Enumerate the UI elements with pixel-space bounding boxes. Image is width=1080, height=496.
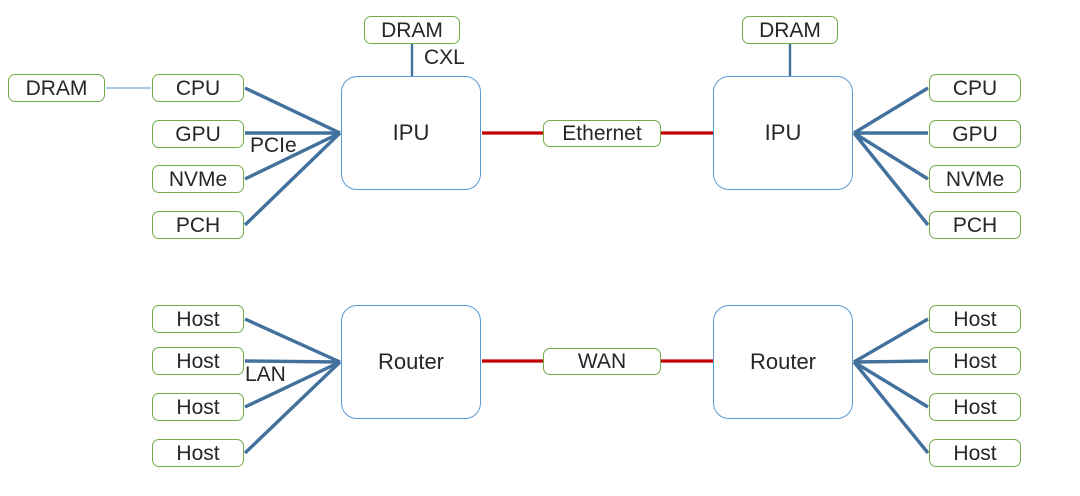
- node-host-right-3[interactable]: Host: [929, 393, 1021, 421]
- node-nvme-right[interactable]: NVMe: [929, 165, 1021, 193]
- node-label: Ethernet: [562, 122, 642, 145]
- node-pch-left[interactable]: PCH: [152, 211, 244, 239]
- node-dram-side-left[interactable]: DRAM: [8, 74, 105, 102]
- node-label: Host: [176, 441, 220, 465]
- edge-cpu-to-ipu-left: [244, 86, 341, 135]
- node-label: Router: [377, 349, 445, 374]
- node-host-right-2[interactable]: Host: [929, 347, 1021, 375]
- node-label: PCH: [175, 213, 221, 237]
- node-dram-top-left[interactable]: DRAM: [364, 16, 460, 44]
- node-cpu-left[interactable]: CPU: [152, 74, 244, 102]
- edge-router-right-to-host3: [853, 360, 929, 409]
- node-label: Host: [953, 307, 997, 331]
- node-pch-right[interactable]: PCH: [929, 211, 1021, 239]
- edge-host2-to-router-left: [244, 359, 341, 364]
- node-host-left-2[interactable]: Host: [152, 347, 244, 375]
- node-label: GPU: [952, 122, 998, 146]
- node-wan-link[interactable]: WAN: [543, 348, 661, 375]
- node-dram-top-right[interactable]: DRAM: [742, 16, 838, 44]
- node-label: DRAM: [759, 18, 821, 42]
- edge-ipu-right-to-nvme: [853, 131, 929, 181]
- node-label: Host: [176, 307, 220, 331]
- edge-host1-to-router-left: [244, 317, 341, 364]
- node-label: IPU: [764, 120, 802, 145]
- edge-nvme-to-ipu-left: [244, 131, 341, 181]
- label-pcie: PCIe: [250, 134, 297, 157]
- edge-pch-to-ipu-left: [243, 131, 342, 227]
- node-router-left[interactable]: Router: [341, 305, 481, 419]
- edge-router-right-to-host4: [852, 360, 930, 455]
- node-host-left-3[interactable]: Host: [152, 393, 244, 421]
- node-label: IPU: [392, 120, 430, 145]
- node-host-left-4[interactable]: Host: [152, 439, 244, 467]
- edge-host3-to-router-left: [244, 360, 341, 409]
- node-label: CPU: [175, 76, 221, 100]
- node-label: NVMe: [168, 167, 228, 191]
- node-label: Host: [953, 441, 997, 465]
- edge-router-right-to-host2: [853, 359, 929, 364]
- node-label: DRAM: [381, 18, 443, 42]
- edge-ipu-right-to-pch: [852, 131, 930, 227]
- node-ipu-right[interactable]: IPU: [713, 76, 853, 190]
- node-nvme-left[interactable]: NVMe: [152, 165, 244, 193]
- node-label: Host: [953, 395, 997, 419]
- label-cxl: CXL: [424, 46, 465, 69]
- node-host-left-1[interactable]: Host: [152, 305, 244, 333]
- edge-ipu-right-to-cpu: [853, 86, 929, 135]
- node-gpu-left[interactable]: GPU: [152, 120, 244, 148]
- edge-router-right-to-host1: [853, 317, 929, 364]
- node-gpu-right[interactable]: GPU: [929, 120, 1021, 148]
- node-label: Host: [953, 349, 997, 373]
- node-label: WAN: [577, 350, 627, 373]
- node-cpu-right[interactable]: CPU: [929, 74, 1021, 102]
- label-lan: LAN: [245, 363, 286, 386]
- node-label: GPU: [175, 122, 221, 146]
- edge-host4-to-router-left: [243, 360, 342, 455]
- node-ipu-left[interactable]: IPU: [341, 76, 481, 190]
- node-label: PCH: [952, 213, 998, 237]
- node-label: DRAM: [25, 76, 88, 100]
- node-label: Host: [176, 395, 220, 419]
- node-ethernet-link[interactable]: Ethernet: [543, 120, 661, 147]
- node-router-right[interactable]: Router: [713, 305, 853, 419]
- node-label: Router: [749, 349, 817, 374]
- node-label: NVMe: [945, 167, 1005, 191]
- node-host-right-4[interactable]: Host: [929, 439, 1021, 467]
- node-host-right-1[interactable]: Host: [929, 305, 1021, 333]
- node-label: CPU: [952, 76, 998, 100]
- node-label: Host: [176, 349, 220, 373]
